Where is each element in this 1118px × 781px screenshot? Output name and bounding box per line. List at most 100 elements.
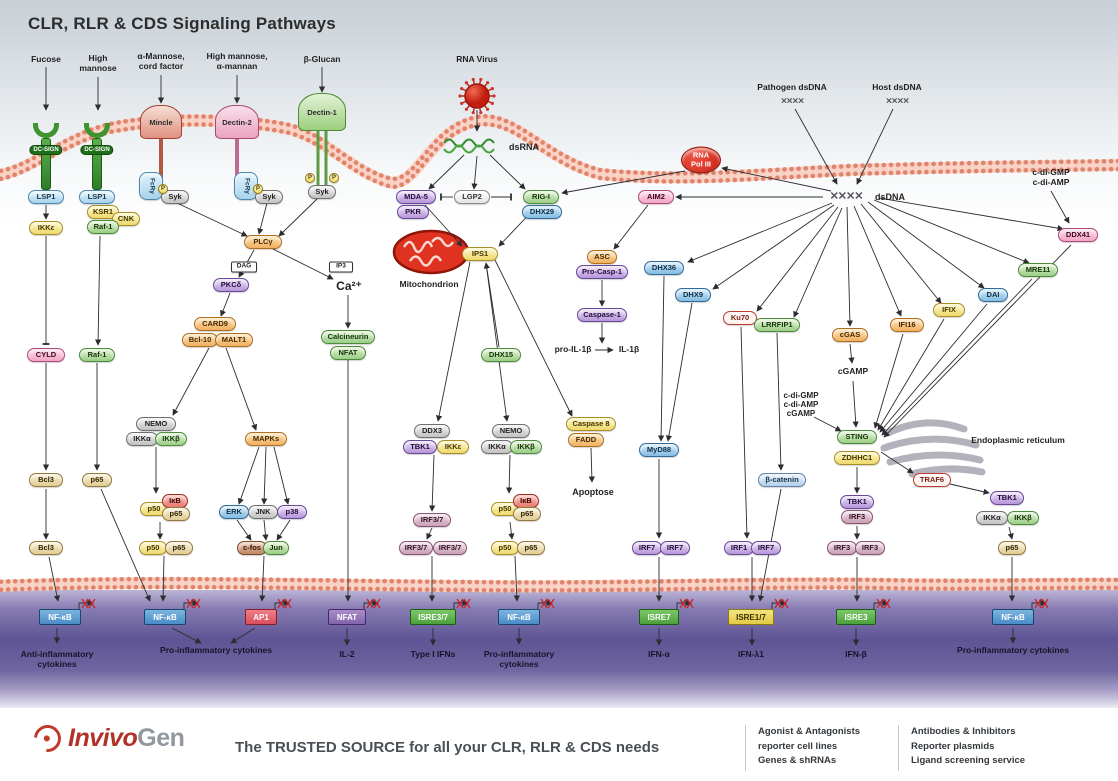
node-tbk1[interactable]: TBK1 [990,491,1024,505]
node-ikk[interactable]: IKKβ [155,432,187,446]
node-dhx9[interactable]: DHX9 [675,288,711,302]
receptor-mincle[interactable]: Mincle [140,105,182,139]
node-ips1[interactable]: IPS1 [462,247,498,261]
node-rig-i[interactable]: RIG-I [523,190,559,204]
node-p65[interactable]: p65 [82,473,112,487]
node-sting[interactable]: STING [837,430,877,444]
node-cnk[interactable]: CNK [112,212,140,226]
node-p[interactable]: P [158,184,168,194]
node-calcineurin[interactable]: Calcineurin [321,330,375,344]
gene-box-isre7[interactable]: ISRE7 [639,609,679,625]
gene-box-isre3[interactable]: ISRE3 [836,609,876,625]
node-syk[interactable]: Syk [161,190,189,204]
node-traf6[interactable]: TRAF6 [913,473,951,487]
node-ikk[interactable]: IKKε [29,221,63,235]
node-lgp2[interactable]: LGP2 [454,190,490,204]
node-ikk[interactable]: IKKα [126,432,158,446]
node-irf3-7[interactable]: IRF3/7 [399,541,433,555]
node-plc[interactable]: PLCγ [244,235,282,249]
node-fadd[interactable]: FADD [568,433,604,447]
service-link-antibodies-inhibitors[interactable]: Antibodies & Inhibitors [911,726,1016,737]
node-syk[interactable]: Syk [308,185,336,199]
node-p38[interactable]: p38 [277,505,307,519]
node-p65[interactable]: p65 [513,507,541,521]
node-malt1[interactable]: MALT1 [215,333,253,347]
service-link-ligand-screening-service[interactable]: Ligand screening service [911,755,1026,767]
gene-box-nf-b[interactable]: NF-κB [144,609,186,625]
node-p50[interactable]: p50 [139,541,167,555]
gene-box-nf-b[interactable]: NF-κB [498,609,540,625]
node-p65[interactable]: p65 [517,541,545,555]
node-jun[interactable]: Jun [263,541,289,555]
node-ifix[interactable]: IFIX [933,303,965,317]
node-i-b[interactable]: IκB [513,494,539,508]
node-p65[interactable]: p65 [165,541,193,555]
node-irf7[interactable]: IRF7 [660,541,690,555]
gene-box-nfat[interactable]: NFAT [328,609,366,625]
receptor-dectin-2[interactable]: Dectin-2 [215,105,259,139]
node-ku70[interactable]: Ku70 [723,311,757,325]
node-p50[interactable]: p50 [491,541,519,555]
node-pro-casp-1[interactable]: Pro-Casp-1 [576,265,628,279]
node-p65[interactable]: p65 [162,507,190,521]
node-lsp1[interactable]: LSP1 [28,190,64,204]
node-syk[interactable]: Syk [255,190,283,204]
node-myd88[interactable]: MyD88 [639,443,679,457]
node-irf3[interactable]: IRF3 [827,541,857,555]
node-asc[interactable]: ASC [587,250,617,264]
node-irf3-7[interactable]: IRF3/7 [433,541,467,555]
node-irf7[interactable]: IRF7 [632,541,662,555]
node-irf3[interactable]: IRF3 [841,510,873,524]
node-zdhhc1[interactable]: ZDHHC1 [834,451,880,465]
node-lrrfip1[interactable]: LRRFIP1 [754,318,800,332]
node-caspase-1[interactable]: Caspase-1 [577,308,627,322]
node-tbk1[interactable]: TBK1 [840,495,874,509]
service-link-reporter-plasmids[interactable]: Reporter plasmids [911,740,995,752]
node-irf3[interactable]: IRF3 [855,541,885,555]
node-nfat[interactable]: NFAT [330,346,366,360]
node-lsp1[interactable]: LSP1 [79,190,115,204]
node-pkr[interactable]: PKR [397,205,429,219]
node-dhx36[interactable]: DHX36 [644,261,684,275]
service-link-genes-shrnas[interactable]: Genes & shRNAs [758,755,837,767]
node-ikk[interactable]: IKKα [481,440,513,454]
gene-box-nf-b[interactable]: NF-κB [39,609,81,625]
node-caspase-8[interactable]: Caspase 8 [566,417,616,431]
node-dai[interactable]: DAI [978,288,1008,302]
node-bcl3[interactable]: Bcl3 [29,541,63,555]
node-raf-1[interactable]: Raf-1 [79,348,115,362]
node-ddx3[interactable]: DDX3 [414,424,450,438]
node-ddx41[interactable]: DDX41 [1058,228,1098,242]
node-c-fos[interactable]: c-fos [237,541,267,555]
node-dag[interactable]: DAG [231,261,257,273]
node-raf-1[interactable]: Raf-1 [87,220,119,234]
service-link-agonist-antagonists[interactable]: Agonist & Antagonists [758,726,861,737]
node-nemo[interactable]: NEMO [136,417,176,431]
node-cgas[interactable]: cGAS [832,328,868,342]
gene-box-ap1[interactable]: AP1 [245,609,277,625]
node-p[interactable]: P [329,173,339,183]
node-ksr1[interactable]: KSR1 [87,205,119,219]
node-ifi16[interactable]: IFI16 [890,318,924,332]
node-erk[interactable]: ERK [219,505,249,519]
node-pkc[interactable]: PKCδ [213,278,249,292]
node-jnk[interactable]: JNK [248,505,278,519]
node-p65[interactable]: p65 [998,541,1026,555]
node-ikk[interactable]: IKKε [437,440,469,454]
node-irf3-7[interactable]: IRF3/7 [413,513,451,527]
node-mre11[interactable]: MRE11 [1018,263,1058,277]
gene-box-isre1-7[interactable]: ISRE1/7 [728,609,774,625]
node-i-b[interactable]: IκB [162,494,188,508]
node-cyld[interactable]: CYLD [27,348,65,362]
node-dhx15[interactable]: DHX15 [481,348,521,362]
node-mda-5[interactable]: MDA-5 [396,190,436,204]
node-catenin[interactable]: β-catenin [758,473,806,487]
node-mapks[interactable]: MAPKs [245,432,287,446]
node-ikk[interactable]: IKKα [976,511,1008,525]
gene-box-nf-b[interactable]: NF-κB [992,609,1034,625]
service-link-reporter-cell-lines[interactable]: reporter cell lines [758,740,838,752]
node-aim2[interactable]: AIM2 [638,190,674,204]
node-ikk[interactable]: IKKβ [1007,511,1039,525]
node-card9[interactable]: CARD9 [194,317,236,331]
